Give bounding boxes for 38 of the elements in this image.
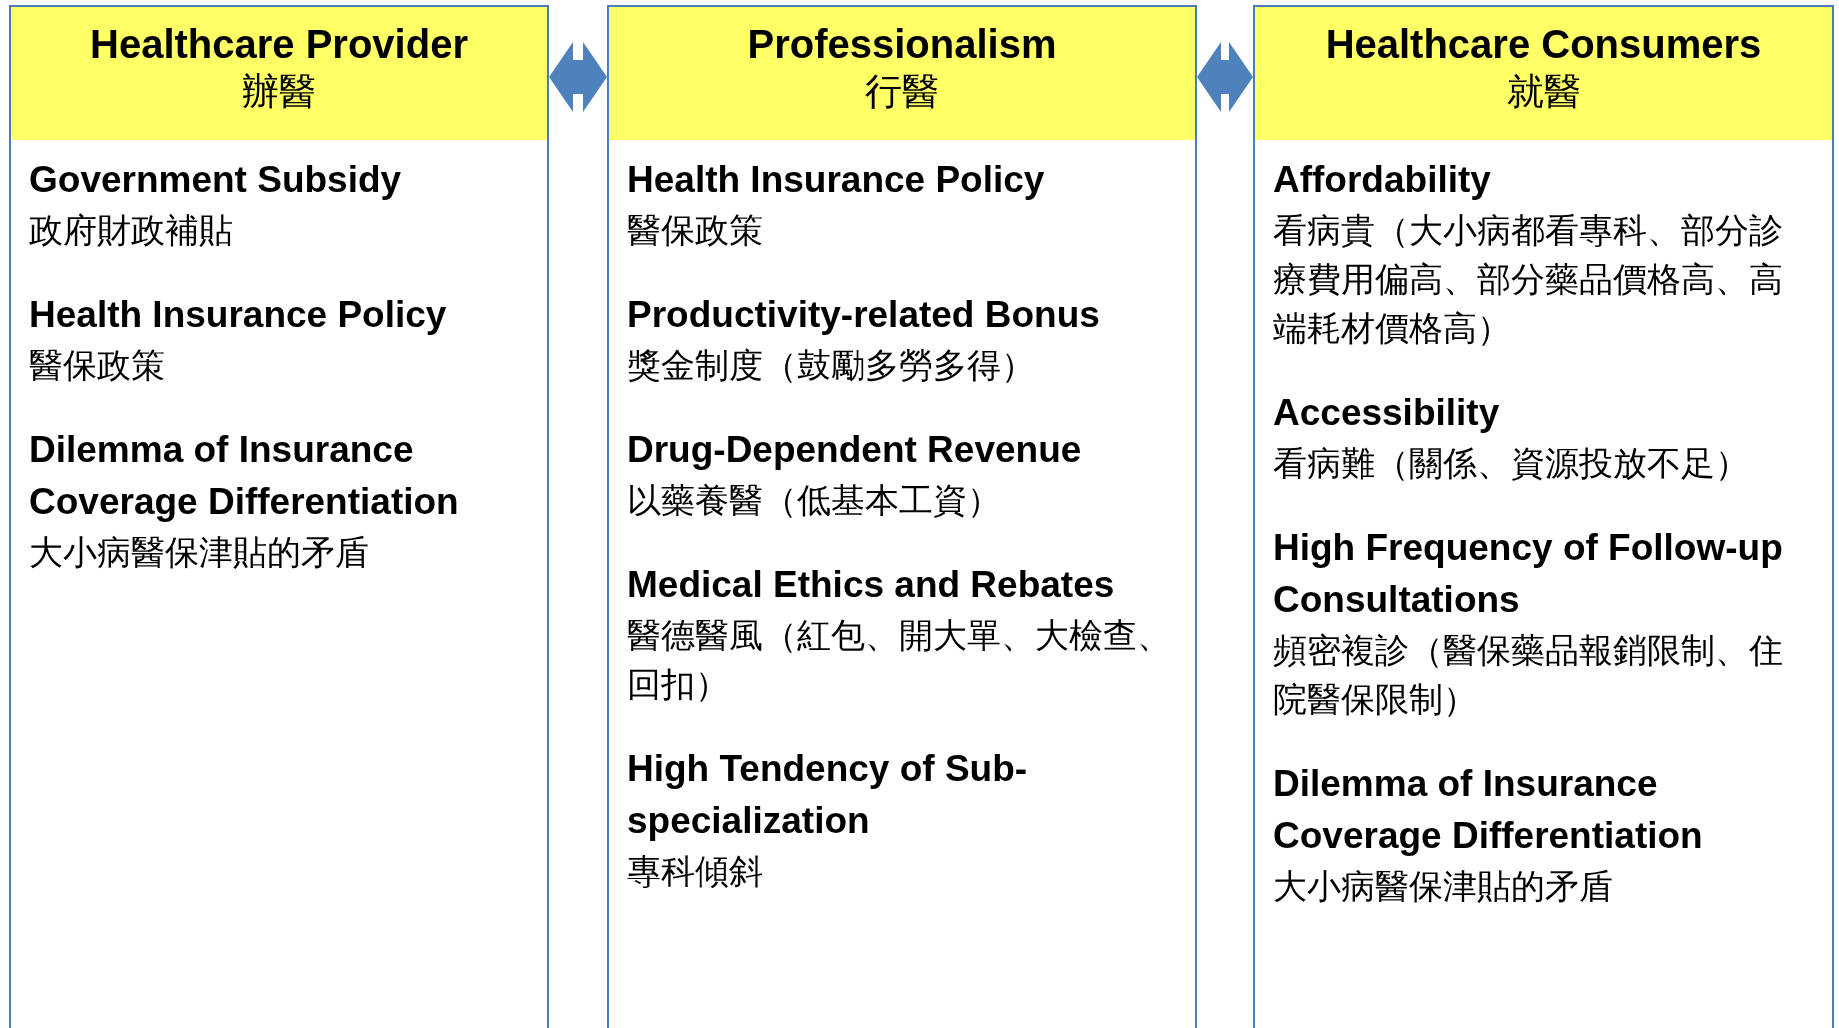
- item-description: 醫保政策: [627, 209, 764, 252]
- column-subheading: 行醫: [864, 69, 940, 115]
- item-heading: Accessibility: [1273, 391, 1501, 435]
- item-description: 獎金制度（鼓勵多勞多得）: [627, 344, 1036, 387]
- column-panel: [9, 140, 549, 1028]
- item-heading: Government Subsidy: [29, 158, 403, 202]
- item-description: 頻密複診（醫保藥品報銷限制、住院醫保限制）: [1273, 629, 1784, 721]
- item-heading: Medical Ethics and Rebates: [627, 563, 1116, 607]
- column-heading: Professionalism: [746, 21, 1058, 67]
- header-box: [607, 5, 1197, 142]
- item-description: 醫保政策: [29, 344, 166, 387]
- column-heading: Healthcare Provider: [89, 21, 469, 67]
- header-box: [1253, 5, 1834, 142]
- item-heading: Drug-Dependent Revenue: [627, 428, 1083, 472]
- item-heading: Productivity-related Bonus: [627, 293, 1101, 337]
- item-heading: Health Insurance Policy: [627, 158, 1046, 202]
- column-subheading: 辦醫: [241, 69, 317, 115]
- item-description: 大小病醫保津貼的矛盾: [1273, 865, 1614, 908]
- item-description: 看病難（關係、資源投放不足）: [1273, 442, 1750, 485]
- item-description: 醫德醫風（紅包、開大單、大檢查、回扣）: [627, 614, 1172, 706]
- item-heading: High Tendency of Sub-specialization: [627, 747, 1029, 843]
- column-subheading: 就醫: [1505, 69, 1582, 115]
- double-arrow: [1197, 42, 1253, 112]
- double-arrow: [549, 42, 607, 112]
- column-heading: Healthcare Consumers: [1324, 21, 1763, 67]
- header-box: [9, 5, 549, 142]
- item-heading: High Frequency of Follow-up Consultations: [1273, 526, 1784, 622]
- column-panel: [1253, 140, 1834, 1028]
- item-heading: Dilemma of Insurance Coverage Differentiation: [1273, 762, 1704, 858]
- item-heading: Dilemma of Insurance Coverage Differentiation: [29, 428, 460, 524]
- column-panel: [607, 140, 1197, 1028]
- item-heading: Affordability: [1273, 158, 1492, 202]
- item-description: 大小病醫保津貼的矛盾: [29, 531, 370, 574]
- item-description: 看病貴（大小病都看專科、部分診療費用偏高、部分藥品價格高、高端耗材價格高）: [1273, 209, 1784, 350]
- item-description: 政府財政補貼: [29, 209, 234, 252]
- item-heading: Health Insurance Policy: [29, 293, 448, 337]
- item-description: 專科傾斜: [627, 850, 764, 893]
- item-description: 以藥養醫（低基本工資）: [627, 479, 1002, 522]
